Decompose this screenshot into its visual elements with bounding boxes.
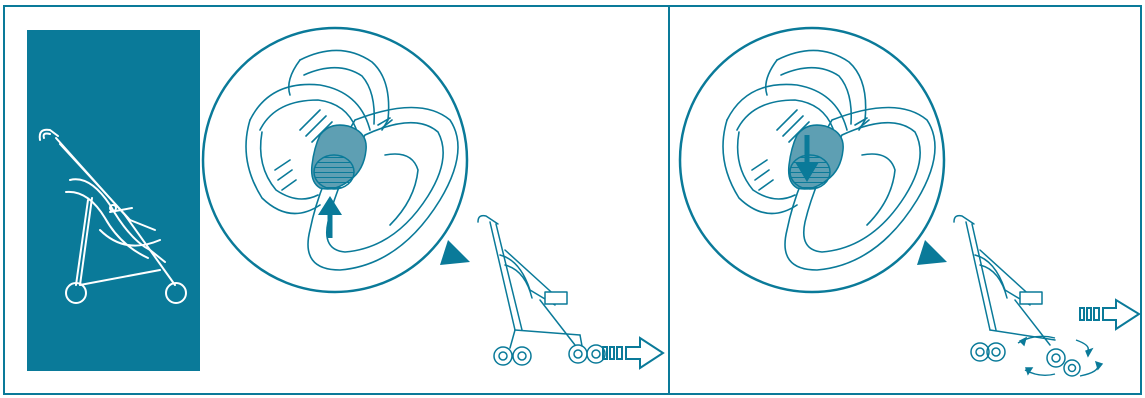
detail-circle-2	[680, 28, 947, 292]
motion-arrow-icon	[603, 338, 663, 368]
stroller-small-1	[478, 216, 605, 365]
motion-arrow-icon	[1080, 300, 1139, 329]
pointer-tail	[917, 240, 947, 265]
stroller-small-2	[954, 216, 1080, 376]
panel-2	[680, 28, 1139, 376]
pointer-tail	[440, 240, 470, 265]
panel-1	[27, 28, 663, 371]
detail-circle-1	[203, 28, 470, 292]
sidebar-panel	[27, 30, 200, 371]
